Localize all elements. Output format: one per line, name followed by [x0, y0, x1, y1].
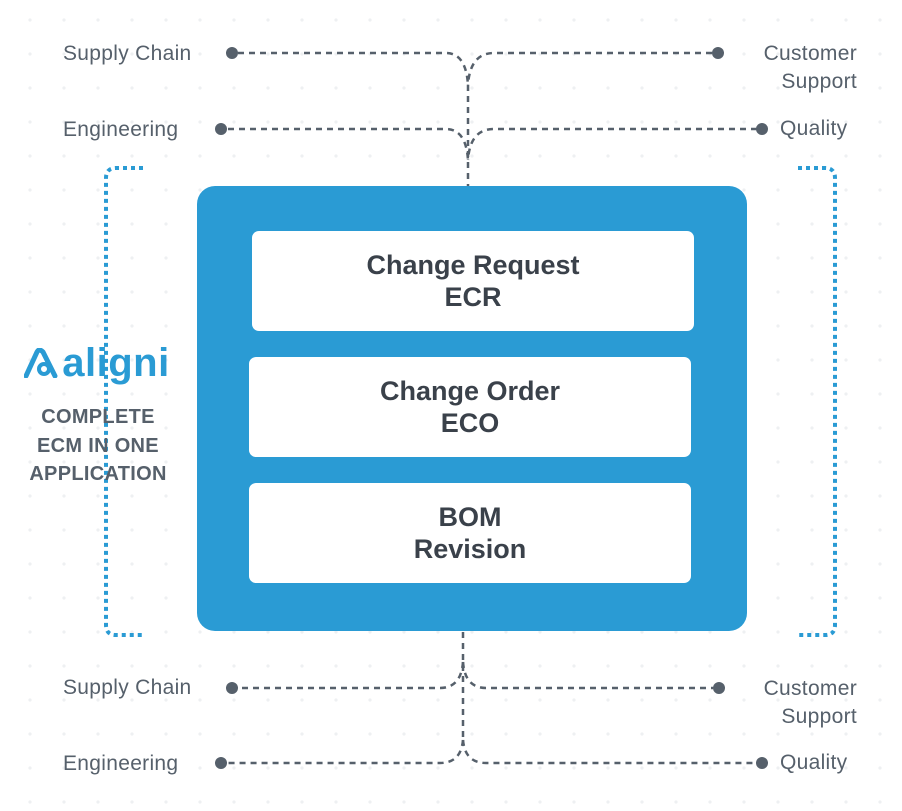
tagline-line-1: COMPLETE	[41, 406, 155, 428]
input-customer-support-label: Customer Support	[730, 40, 857, 96]
stage-bom-subtitle: Revision	[413, 534, 527, 564]
stage-change-order: Change Order ECO	[249, 357, 691, 457]
stage-change-request-title: Change Request	[366, 250, 580, 280]
ecm-process-panel: Change Request ECR Change Order ECO BOM …	[197, 186, 747, 631]
stage-change-order-code: ECO	[440, 408, 500, 438]
connector-supply-chain-in	[238, 51, 470, 86]
output-customer-support-label: Customer Support	[730, 675, 857, 731]
input-quality-label: Quality	[780, 117, 848, 140]
connector-customer-support-out	[461, 661, 713, 690]
aligni-logo-icon	[24, 348, 58, 378]
stage-change-order-title: Change Order	[379, 376, 561, 406]
connector-quality-out	[461, 739, 757, 765]
tagline-line-3: APPLICATION	[29, 463, 167, 485]
output-customer-support-line1: Customer	[763, 677, 857, 700]
stage-change-request: Change Request ECR	[252, 231, 694, 331]
aligni-wordmark: aligni	[62, 340, 170, 385]
input-customer-support-line2: Support	[781, 70, 857, 93]
output-endpoint-dots	[215, 682, 768, 769]
connector-supply-chain-out	[238, 661, 465, 690]
right-bracket	[798, 166, 837, 637]
aligni-logo: aligni	[22, 338, 172, 388]
stage-change-request-code: ECR	[444, 282, 502, 312]
input-endpoint-dots	[215, 47, 768, 135]
output-quality-label: Quality	[780, 751, 848, 774]
output-customer-support-line2: Support	[781, 705, 857, 728]
output-supply-chain-label: Supply Chain	[63, 676, 192, 699]
tagline-line-2: ECM IN ONE	[37, 435, 159, 457]
connector-engineering-in	[228, 127, 470, 161]
connector-customer-support-in	[466, 51, 712, 86]
input-supply-chain-label: Supply Chain	[63, 42, 192, 65]
left-bracket	[104, 166, 143, 637]
stage-bom-revision: BOM Revision	[249, 483, 691, 583]
input-engineering-label: Engineering	[63, 118, 179, 141]
connector-quality-in	[466, 127, 757, 161]
connector-engineering-out	[228, 739, 465, 765]
input-customer-support-line1: Customer	[763, 42, 857, 65]
stage-bom-title: BOM	[438, 502, 502, 532]
output-engineering-label: Engineering	[63, 752, 179, 775]
